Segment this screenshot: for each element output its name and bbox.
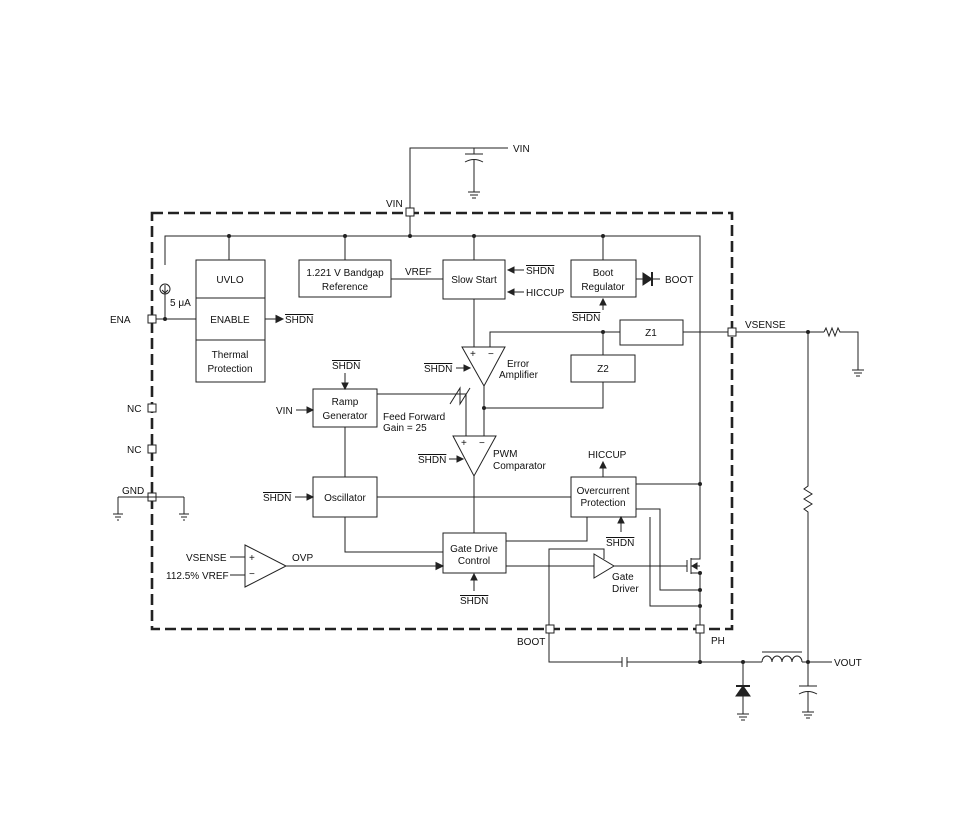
vin-bus: [164, 216, 701, 556]
overcurrent-shdn-label: SHDN: [606, 538, 634, 549]
ramp-generator-block: [312, 388, 378, 428]
ovp-comparator: [244, 544, 288, 588]
boot-regulator-boot-label: BOOT: [665, 275, 693, 286]
error-amp-label-2: Amplifier: [499, 370, 539, 381]
feed-forward-label-1: Feed Forward: [383, 412, 445, 423]
gate-driver-label-2: Driver: [612, 584, 639, 595]
uvlo-label: UVLO: [216, 275, 243, 286]
thermal-label-2: Protection: [207, 364, 252, 375]
error-amp-minus: −: [488, 349, 494, 360]
gate-drive-label-1: Gate Drive: [450, 544, 498, 555]
vout-label: VOUT: [834, 658, 862, 669]
gate-driver-label-1: Gate: [612, 572, 634, 583]
pwm-minus: −: [479, 438, 485, 449]
slow-start-block: [442, 259, 506, 300]
external-output-stage: VOUT: [548, 633, 862, 721]
overcurrent-label-1: Overcurrent: [577, 486, 630, 497]
slow-start-label: Slow Start: [451, 275, 497, 286]
pin-nc-1: [147, 403, 157, 413]
pin-nc-2: [147, 444, 157, 454]
z1-label: Z1: [645, 328, 657, 339]
vin-supply: VIN: [409, 144, 530, 210]
gate-drive-label-2: Control: [458, 556, 490, 567]
error-amp-plus: +: [470, 349, 476, 360]
feed-forward-label-2: Gain = 25: [383, 423, 427, 434]
boot-regulator-label-1: Boot: [593, 268, 614, 279]
boot-supply-wire: [548, 548, 605, 625]
ovp-vsense-label: VSENSE: [186, 553, 227, 564]
pin-ph: [695, 624, 705, 634]
gate-driver: [593, 553, 615, 579]
z2-label: Z2: [597, 364, 609, 375]
ovp-vref-label: 112.5% VREF: [166, 571, 229, 582]
boot-regulator-label-2: Regulator: [581, 282, 625, 293]
pwm-shdn-label: SHDN: [418, 455, 446, 466]
gnd-wiring: [113, 496, 189, 521]
ovp-minus: −: [249, 569, 255, 580]
pin-boot: [545, 624, 555, 634]
pin-nc-1-label: NC: [127, 404, 141, 415]
pin-ena: [147, 314, 157, 324]
ramp-vin-label: VIN: [276, 406, 293, 417]
pin-vin-label: VIN: [386, 199, 403, 210]
ovp-plus: +: [249, 553, 255, 564]
enable-shdn-out: SHDN: [285, 315, 313, 326]
ramp-label-2: Generator: [322, 411, 368, 422]
oscillator-shdn-label: SHDN: [263, 493, 291, 504]
sawtooth-symbol: [449, 386, 471, 406]
high-side-mosfet: [649, 517, 702, 625]
error-amp-label-1: Error: [507, 359, 530, 370]
error-amp-shdn-label: SHDN: [424, 364, 452, 375]
feedback-divider: [736, 326, 864, 662]
ovp-label: OVP: [292, 553, 313, 564]
ramp-shdn-label: SHDN: [332, 361, 360, 372]
pin-gnd-label: GND: [122, 486, 144, 497]
pwm-plus: +: [461, 438, 467, 449]
error-amplifier: [461, 346, 506, 388]
pin-ena-label: ENA: [110, 315, 131, 326]
gate-drive-shdn-label: SHDN: [460, 596, 488, 607]
vref-label: VREF: [405, 267, 432, 278]
thermal-label-1: Thermal: [212, 350, 249, 361]
gate-drive-control-block: [442, 532, 507, 574]
ramp-label-1: Ramp: [332, 397, 359, 408]
enable-label: ENABLE: [210, 315, 250, 326]
boot-regulator-shdn-label: SHDN: [572, 313, 600, 324]
pwm-comparator: [452, 435, 497, 478]
z1-block: [619, 319, 684, 346]
pin-boot-label: BOOT: [517, 637, 545, 648]
pin-nc-2-label: NC: [127, 445, 141, 456]
bandgap-label-2: Reference: [322, 282, 369, 293]
bandgap-label-1: 1.221 V Bandgap: [306, 268, 384, 279]
current-source-label: 5 μA: [170, 298, 191, 309]
overcurrent-label-2: Protection: [580, 498, 625, 509]
ic-boundary: [150, 211, 734, 631]
slow-start-shdn-label: SHDN: [526, 266, 554, 277]
overcurrent-protection-block: [570, 476, 637, 518]
pin-vin: [405, 207, 415, 217]
bandgap-reference-block: [298, 259, 392, 298]
pin-vsense-label: VSENSE: [745, 320, 786, 331]
current-source-5ua: 5 μA: [159, 283, 191, 321]
slow-start-hiccup-label: HICCUP: [526, 288, 565, 299]
thermal-protection-block: [195, 339, 266, 383]
oscillator-label: Oscillator: [324, 493, 366, 504]
vin-external-label: VIN: [513, 144, 530, 155]
pin-ph-label: PH: [711, 636, 725, 647]
overcurrent-hiccup-label: HICCUP: [588, 450, 627, 461]
pwm-label-2: Comparator: [493, 461, 546, 472]
z2-block: [570, 354, 636, 383]
pwm-label-1: PWM: [493, 449, 517, 460]
pin-vsense: [727, 327, 737, 337]
boot-regulator-block: [570, 259, 637, 298]
